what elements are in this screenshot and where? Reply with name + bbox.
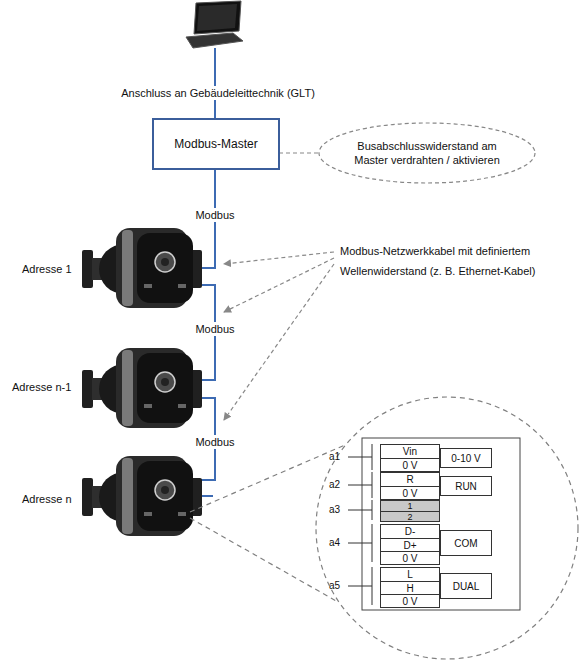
leader-arrow: [224, 252, 334, 420]
node-text: Busabschlusswiderstand am Master verdrah…: [342, 139, 512, 167]
text-row: D-: [381, 525, 439, 538]
callout-bubble: Busabschlusswiderstand am Master verdrah…: [318, 122, 536, 184]
bubble-outline: [318, 122, 536, 184]
node-text: 2: [407, 512, 412, 522]
text-row: Modbus-Master: [154, 137, 278, 151]
zoom-circle: [190, 397, 578, 659]
text-row: 0 V: [381, 458, 439, 471]
pump-illustration: [82, 456, 202, 536]
text-row: Vin: [381, 445, 439, 458]
bus-label: Modbus: [192, 208, 237, 222]
text-row: 0 V: [381, 551, 439, 564]
text-row: RUN: [441, 481, 491, 492]
connection-note: Anschluss an Gebäudeleittechnik (GLT): [118, 86, 318, 100]
pump-illustration: [82, 348, 202, 428]
bubble-ellipse: [319, 123, 535, 183]
terminal-block: R0 V: [380, 472, 440, 500]
text-row: D+: [381, 538, 439, 551]
node-text: COM: [454, 538, 477, 549]
terminal-callout: a2: [329, 479, 340, 491]
pump-illustration: [82, 228, 202, 308]
text-row: 0 V: [381, 594, 439, 607]
function-box: 0-10 V: [440, 448, 492, 468]
terminal-block: LH0 V: [380, 567, 440, 608]
text-row: 0 V: [381, 486, 439, 499]
cable-note: Modbus-Netzwerkkabel mit definiertem Wel…: [340, 241, 572, 281]
text-row: H: [381, 581, 439, 594]
terminal-callout: a3: [329, 504, 340, 516]
node-text: RUN: [455, 481, 477, 492]
terminal-block: Vin0 V: [380, 444, 440, 472]
node-text: DUAL: [453, 581, 480, 592]
text-row: COM: [441, 538, 491, 549]
address-label: Adresse n-1: [12, 380, 71, 394]
text-row: L: [381, 568, 439, 581]
terminal-block: D-D+0 V: [380, 524, 440, 565]
terminal-callout: a4: [329, 537, 340, 549]
node-text: 1: [407, 501, 412, 511]
text-row: R: [381, 473, 439, 486]
node-text: 0 V: [402, 552, 417, 565]
function-box: DUAL: [440, 573, 492, 599]
node-text: 0-10 V: [451, 453, 480, 464]
laptop-icon: [186, 1, 243, 48]
bracket-line: [348, 444, 372, 605]
master-box: Modbus-Master: [152, 118, 280, 170]
function-box: RUN: [440, 476, 492, 496]
node-text: Modbus-Master: [174, 137, 257, 151]
node-text: Vin: [403, 445, 417, 458]
terminal-block: 12: [380, 500, 440, 522]
node-text: D-: [405, 525, 416, 538]
text-row: DUAL: [441, 581, 491, 592]
node-text: 0 V: [402, 595, 417, 608]
function-box: COM: [440, 530, 492, 556]
node-text: 0 V: [402, 487, 417, 500]
bus-label: Modbus: [192, 435, 237, 449]
terminal-callout: a5: [329, 580, 340, 592]
terminal-panel: [362, 438, 520, 610]
text-row: 0-10 V: [441, 453, 491, 464]
bus-label: Modbus: [192, 322, 237, 336]
text-row: Busabschlusswiderstand am Master verdrah…: [318, 139, 536, 167]
node-text: L: [407, 568, 413, 581]
address-label: Adresse 1: [22, 262, 72, 276]
node-text: R: [406, 473, 413, 486]
text-row: 1: [381, 501, 439, 511]
text-row: 2: [381, 511, 439, 521]
callout-connector: [280, 152, 318, 153]
terminal-callout: a1: [329, 451, 340, 463]
node-text: 0 V: [402, 459, 417, 472]
address-label: Adresse n: [22, 492, 72, 506]
